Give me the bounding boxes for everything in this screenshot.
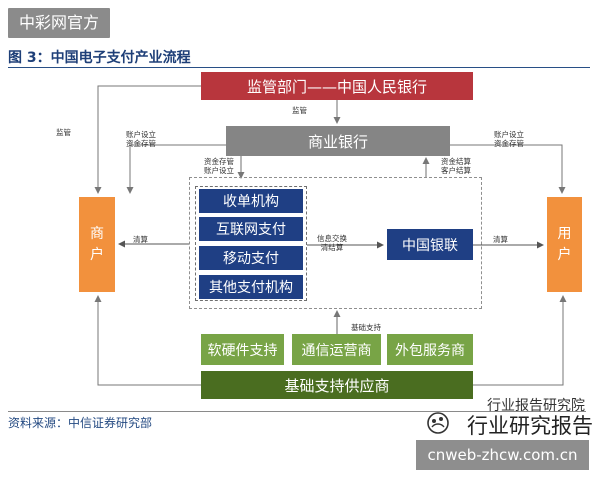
center-account-label-2: 账户设立 <box>204 166 234 175</box>
info-exchange-label-2: 清结算 <box>320 243 344 252</box>
right-account-label-2: 资金存管 <box>494 139 524 148</box>
merchant-label-1: 商 <box>90 225 104 242</box>
institution-list-outline <box>195 186 307 301</box>
title-divider <box>8 67 590 68</box>
left-supervision-label: 监管 <box>56 128 71 137</box>
user-clearing-label: 清算 <box>493 235 508 244</box>
center-settlement-labels: 资金结算 客户结算 <box>434 157 478 175</box>
center-account-label-1: 资金存管 <box>204 157 234 166</box>
info-exchange-label-1: 信息交换 <box>317 234 347 243</box>
center-settlement-label-2: 客户结算 <box>441 166 471 175</box>
merchant-label-2: 户 <box>90 246 104 263</box>
top-watermark: 中彩网官方 <box>8 8 110 38</box>
commercial-bank-box: 商业银行 <box>226 126 450 156</box>
internet-payment-box: 互联网支付 <box>199 217 303 241</box>
acquirer-box: 收单机构 <box>199 189 303 213</box>
brand-icon <box>427 412 449 434</box>
mobile-payment-box: 移动支付 <box>199 246 303 270</box>
unionpay-box: 中国银联 <box>387 229 473 260</box>
center-account-labels: 资金存管 账户设立 <box>197 157 241 175</box>
left-account-label-1: 账户设立 <box>126 130 156 139</box>
bottom-watermark-brand-sub: 行业报告研究院 <box>487 398 585 414</box>
base-support-supplier-box: 基础支持供应商 <box>201 371 473 399</box>
left-account-label-2: 资金存管 <box>126 139 156 148</box>
outsourcing-provider-box: 外包服务商 <box>387 334 473 365</box>
payment-institutions-area <box>189 177 482 309</box>
right-account-frame <box>450 144 566 194</box>
base-support-label: 基础支持 <box>351 323 381 332</box>
bottom-left-frame <box>94 295 201 386</box>
bottom-watermark-brand: 行业报告研究院 行业研究报告 <box>433 398 593 440</box>
merchant-clearing-label: 清算 <box>133 235 148 244</box>
right-account-labels: 账户设立 资金存管 <box>487 130 531 148</box>
regulator-box: 监管部门——中国人民银行 <box>201 72 473 100</box>
left-supervision-frame <box>94 85 201 194</box>
bottom-watermark-brand-main: 行业研究报告 <box>467 414 593 438</box>
footer-divider <box>8 411 586 412</box>
telecom-operator-box: 通信运营商 <box>292 334 381 365</box>
hardware-software-support-box: 软硬件支持 <box>201 334 284 365</box>
other-payment-institutions-box: 其他支付机构 <box>199 275 303 299</box>
figure-source: 资料来源：中信证券研究部 <box>8 416 153 430</box>
right-account-label-1: 账户设立 <box>494 130 524 139</box>
user-label-1: 用 <box>557 225 572 242</box>
bottom-url-watermark: cnweb-zhcw.com.cn <box>416 440 589 470</box>
left-account-labels: 账户设立 资金存管 <box>119 130 163 148</box>
merchant-box: 商 户 <box>79 197 115 292</box>
bottom-right-frame <box>473 295 567 386</box>
figure-title: 图 3：中国电子支付产业流程 <box>8 50 191 66</box>
info-exchange-labels: 信息交换 清结算 <box>312 234 352 252</box>
user-label-2: 户 <box>557 246 572 263</box>
left-account-frame <box>126 144 226 194</box>
user-box: 用 户 <box>547 197 582 292</box>
top-supervision-label: 监管 <box>292 106 307 115</box>
center-settlement-label-1: 资金结算 <box>441 157 471 166</box>
